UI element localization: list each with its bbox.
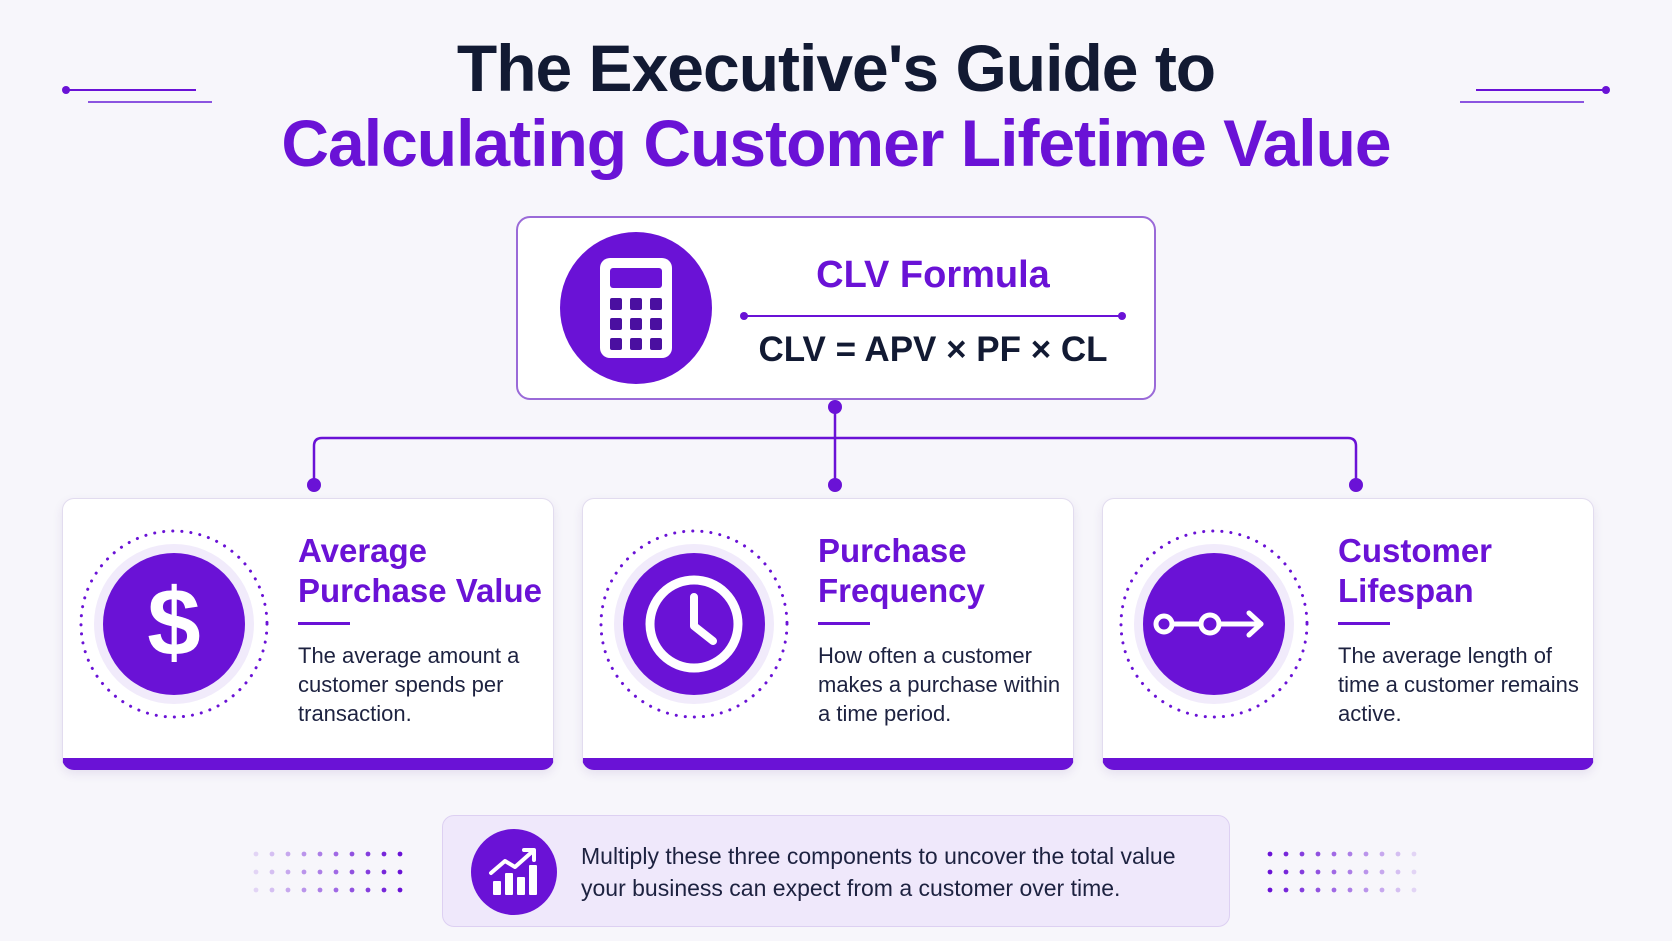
decor-dot [253, 851, 259, 857]
card-title: Customer Lifespan [1338, 532, 1493, 609]
formula-heading: CLV Formula [816, 254, 1050, 296]
decor-dot [1411, 851, 1417, 857]
decor-dot [381, 851, 387, 857]
decor-dot [285, 869, 291, 875]
clock-icon [623, 553, 765, 695]
decor-dot [1299, 851, 1305, 857]
svg-text:$: $ [147, 569, 200, 676]
card-description: The average amount a customer spends per… [298, 643, 520, 726]
decor-dot [1315, 869, 1321, 875]
decor-dot [285, 887, 291, 893]
card-purchase-frequency: Purchase Frequency How often a customer … [582, 498, 1074, 770]
card-description: The average length of time a customer re… [1338, 643, 1579, 726]
decor-dot [333, 887, 339, 893]
decor-dot [253, 887, 259, 893]
decor-dot [269, 851, 275, 857]
summary-text: Multiply these three components to uncov… [581, 843, 1176, 901]
decor-dot [1347, 887, 1353, 893]
decor-dot [301, 869, 307, 875]
decor-dot [1315, 851, 1321, 857]
card-title-underline [298, 622, 350, 625]
decor-dot [1331, 887, 1337, 893]
timeline-icon [1143, 553, 1285, 695]
decor-dot [1283, 887, 1289, 893]
decor-dot [1267, 887, 1273, 893]
decor-dot [285, 851, 291, 857]
card-average-purchase-value: $ Average Purchase Value The average amo… [62, 498, 554, 770]
decor-dot [365, 869, 371, 875]
decor-dot [317, 851, 323, 857]
card-title: Purchase Frequency [818, 532, 985, 609]
decor-dot [1411, 887, 1417, 893]
decor-dot [301, 851, 307, 857]
decor-dot [1379, 887, 1385, 893]
decor-dot [1331, 851, 1337, 857]
page-title-line1: The Executive's Guide to [456, 31, 1216, 105]
decor-dot [1347, 869, 1353, 875]
decor-dot [1379, 869, 1385, 875]
card-title-underline [1338, 622, 1390, 625]
decor-dot [253, 869, 259, 875]
decor-dot [349, 887, 355, 893]
clv-formula-box: CLV Formula CLV = APV × PF × CL [516, 216, 1156, 400]
decor-dot [1395, 887, 1401, 893]
decor-dot [1363, 851, 1369, 857]
decor-dot [1395, 869, 1401, 875]
dot-grid-right [1267, 851, 1417, 893]
decor-dot [365, 851, 371, 857]
decor-dot [1267, 851, 1273, 857]
title-decoration-left [62, 86, 212, 103]
decor-dot [269, 869, 275, 875]
decor-dot [1379, 851, 1385, 857]
decor-dot [1363, 869, 1369, 875]
decor-dot [1315, 887, 1321, 893]
title-decoration-right [1460, 86, 1610, 103]
decor-dot [397, 887, 403, 893]
card-title: Average Purchase Value [298, 532, 542, 609]
card-title-underline [818, 622, 870, 625]
dollar-icon: $ [103, 553, 245, 695]
decor-dot [333, 851, 339, 857]
growth-chart-icon [471, 829, 557, 915]
decor-dot [397, 869, 403, 875]
card-customer-lifespan: Customer Lifespan The average length of … [1102, 498, 1594, 770]
decor-dot [1411, 869, 1417, 875]
decor-dot [333, 869, 339, 875]
formula-expression: CLV = APV × PF × CL [758, 330, 1108, 369]
card-description: How often a customer makes a purchase wi… [818, 643, 1061, 726]
decor-dot [397, 851, 403, 857]
decor-dot [349, 869, 355, 875]
decor-dot [1299, 887, 1305, 893]
decor-dot [1283, 851, 1289, 857]
decor-dot [381, 887, 387, 893]
page-title-line2: Calculating Customer Lifetime Value [281, 106, 1391, 180]
decor-dot [317, 869, 323, 875]
decor-dot [381, 869, 387, 875]
decor-dot [365, 887, 371, 893]
decor-dot [1299, 869, 1305, 875]
summary-box: Multiply these three components to uncov… [442, 815, 1230, 927]
calculator-icon [560, 232, 712, 384]
decor-dot [1283, 869, 1289, 875]
decor-dot [1363, 887, 1369, 893]
decor-dot [1267, 869, 1273, 875]
decor-dot [1347, 851, 1353, 857]
decor-dot [349, 851, 355, 857]
decor-dot [317, 887, 323, 893]
decor-dot [269, 887, 275, 893]
decor-dot [301, 887, 307, 893]
dot-grid-left [253, 851, 403, 893]
decor-dot [1395, 851, 1401, 857]
decor-dot [1331, 869, 1337, 875]
formula-divider [740, 312, 1126, 320]
